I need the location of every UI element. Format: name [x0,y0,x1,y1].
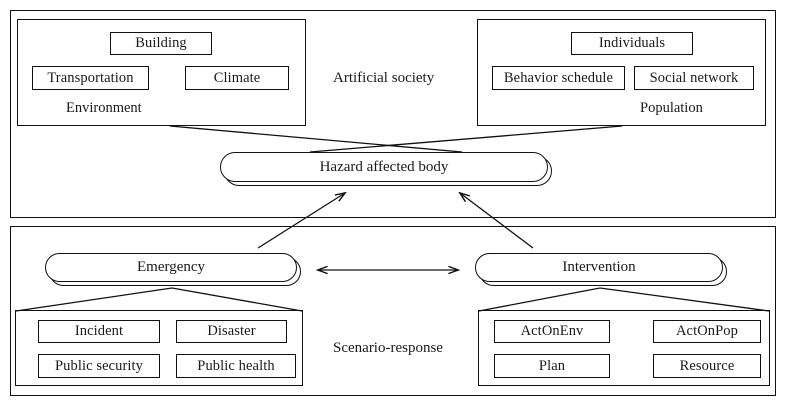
node-building[interactable]: Building [110,32,212,55]
node-label-emergency: Emergency [45,253,297,282]
node-individuals[interactable]: Individuals [571,32,693,55]
node-label-intervention: Intervention [475,253,723,282]
node-emergency[interactable]: Emergency [45,253,301,286]
node-social-network[interactable]: Social network [634,66,754,90]
node-label-hazard-affected-body: Hazard affected body [220,152,548,182]
node-incident[interactable]: Incident [38,320,160,343]
node-intervention[interactable]: Intervention [475,253,727,286]
node-act-on-env[interactable]: ActOnEnv [494,320,610,343]
node-plan[interactable]: Plan [494,354,610,378]
node-transportation[interactable]: Transportation [32,66,149,90]
group-emergency-items [15,310,303,386]
panel-title-scenario-response: Scenario-response [333,340,443,356]
node-hazard-affected-body[interactable]: Hazard affected body [220,152,552,186]
group-caption-environment: Environment [66,100,142,116]
group-population [477,19,766,126]
node-behavior-schedule[interactable]: Behavior schedule [492,66,625,90]
panel-artificial-society [10,10,776,218]
panel-scenario-response [10,226,776,396]
node-public-security[interactable]: Public security [38,354,160,378]
panel-title-artificial-society: Artificial society [333,70,435,86]
node-resource[interactable]: Resource [653,354,761,378]
node-public-health[interactable]: Public health [176,354,296,378]
node-act-on-pop[interactable]: ActOnPop [653,320,761,343]
node-climate[interactable]: Climate [185,66,289,90]
group-caption-population: Population [640,100,703,116]
group-environment [17,19,306,126]
node-disaster[interactable]: Disaster [176,320,287,343]
group-intervention-items [478,310,770,386]
